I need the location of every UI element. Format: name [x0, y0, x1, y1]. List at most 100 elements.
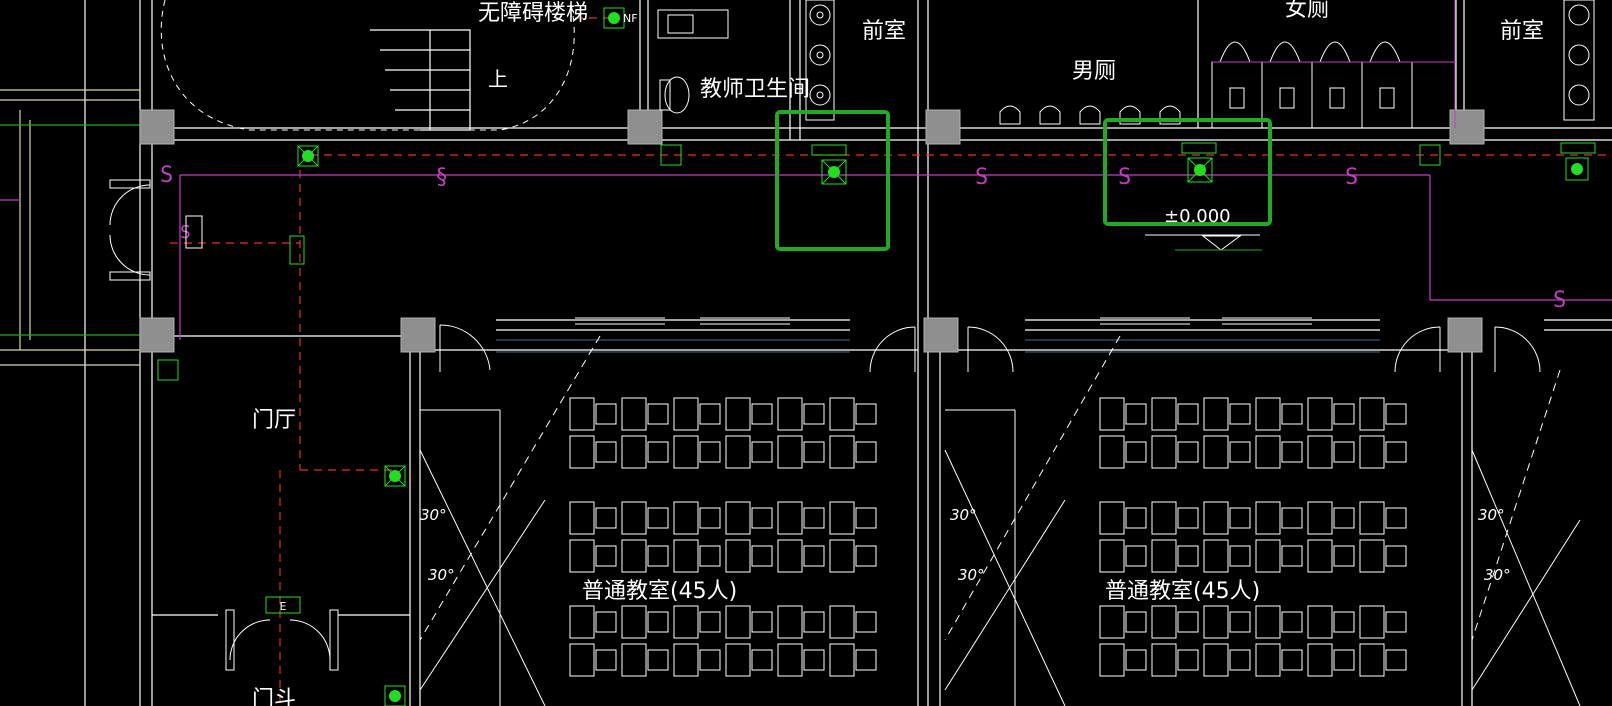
- desk: [725, 397, 751, 431]
- angle-label: 30°: [1484, 566, 1511, 584]
- partition-lines: [1212, 0, 1456, 128]
- chair: [1281, 507, 1303, 529]
- room-label-mens-room: 男厕: [1072, 59, 1116, 84]
- smoke-detector-icon[interactable]: [1565, 157, 1589, 181]
- chair: [803, 611, 825, 633]
- chair: [1385, 649, 1407, 671]
- desk: [1307, 501, 1333, 535]
- desk: [621, 501, 647, 535]
- desk: [725, 501, 751, 535]
- desk: [1203, 539, 1229, 573]
- windows: [575, 317, 1312, 325]
- arrow-tag-icon: [1560, 142, 1596, 154]
- desk: [1255, 397, 1281, 431]
- desk: [569, 397, 595, 431]
- desk: [777, 643, 803, 677]
- classroom-sightlines: [419, 335, 1581, 706]
- desk: [777, 397, 803, 431]
- smoke-detector-icon[interactable]: [297, 145, 319, 167]
- desk: [569, 539, 595, 573]
- chair: [595, 507, 617, 529]
- exit-sign-icon: [265, 596, 301, 614]
- chair: [647, 441, 669, 463]
- sprinkler-label-section: §: [435, 165, 448, 190]
- desk: [829, 397, 855, 431]
- desk: [1099, 605, 1125, 639]
- desk: [1307, 643, 1333, 677]
- desk: [621, 435, 647, 469]
- highlight-box-right[interactable]: [1103, 118, 1272, 226]
- chair: [1229, 545, 1251, 567]
- desk: [1099, 539, 1125, 573]
- chair: [1125, 545, 1147, 567]
- chair: [1281, 611, 1303, 633]
- sprinkler-label-s: S: [975, 165, 988, 190]
- chair: [1385, 611, 1407, 633]
- chair: [1385, 403, 1407, 425]
- desk: [621, 397, 647, 431]
- room-label-partial: 门斗: [252, 687, 296, 706]
- chair: [751, 507, 773, 529]
- exit-tag: E: [280, 600, 287, 613]
- chair: [1125, 649, 1147, 671]
- desk: [1151, 397, 1177, 431]
- chair: [1177, 441, 1199, 463]
- chair: [647, 507, 669, 529]
- chair: [699, 441, 721, 463]
- alarm-bell-icon: [1419, 144, 1441, 166]
- chair: [1385, 507, 1407, 529]
- room-label-anteroom: 前室: [1500, 19, 1544, 44]
- chair: [699, 403, 721, 425]
- desk: [777, 605, 803, 639]
- pump-icon: [185, 215, 203, 249]
- classroom-desks: [569, 397, 1407, 677]
- chair: [855, 649, 877, 671]
- room-label-teacher-restroom: 教师卫生间: [700, 77, 810, 102]
- desk: [777, 435, 803, 469]
- chair: [1333, 507, 1355, 529]
- angle-label: 30°: [420, 506, 447, 524]
- sprinkler-labels: S § S S S S S: [160, 163, 1566, 313]
- desk: [777, 539, 803, 573]
- desk: [673, 397, 699, 431]
- chair: [1125, 507, 1147, 529]
- smoke-detector-icon[interactable]: [384, 465, 406, 487]
- desk: [1307, 605, 1333, 639]
- chair: [1125, 611, 1147, 633]
- desk: [621, 539, 647, 573]
- desk: [725, 435, 751, 469]
- smoke-detector-icon[interactable]: [603, 7, 625, 29]
- chair: [855, 403, 877, 425]
- chair: [1229, 403, 1251, 425]
- desk: [1203, 397, 1229, 431]
- chair: [595, 403, 617, 425]
- room-label-anteroom: 前室: [862, 19, 906, 44]
- chair: [1125, 403, 1147, 425]
- chair: [1177, 545, 1199, 567]
- chair: [1281, 441, 1303, 463]
- desk: [1203, 605, 1229, 639]
- smoke-detector-icon[interactable]: [821, 159, 847, 185]
- desk: [777, 501, 803, 535]
- chair: [751, 545, 773, 567]
- desk: [673, 605, 699, 639]
- desk: [829, 501, 855, 535]
- desk: [725, 643, 751, 677]
- desk: [1359, 643, 1385, 677]
- desk: [829, 643, 855, 677]
- chair: [751, 403, 773, 425]
- fire-pipe-lines: [170, 17, 1612, 706]
- arrow-tag-icon: [811, 144, 847, 156]
- desk: [1255, 501, 1281, 535]
- smoke-detector-icon[interactable]: [1187, 157, 1213, 183]
- desk: [1203, 501, 1229, 535]
- desk: [829, 539, 855, 573]
- restroom-fixtures: [657, 0, 1595, 129]
- chair: [595, 611, 617, 633]
- sprinkler-pipe-lines: [179, 174, 1612, 340]
- chair: [1385, 545, 1407, 567]
- highlight-box-left[interactable]: [775, 110, 890, 251]
- smoke-detector-icon[interactable]: [384, 685, 406, 706]
- desk: [569, 643, 595, 677]
